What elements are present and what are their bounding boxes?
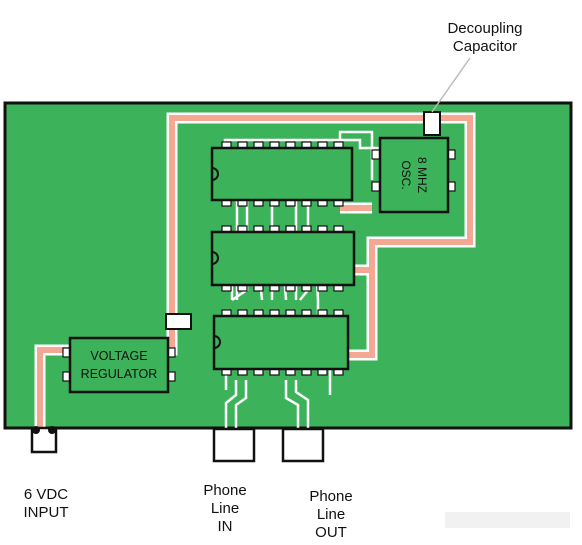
regulator-label-line2: REGULATOR (81, 367, 158, 381)
oscillator-label-line2: OSC. (399, 160, 413, 189)
label-line: Line (210, 500, 240, 517)
power-input-connector (30, 426, 58, 454)
ic-chip-bottom (212, 309, 350, 376)
label-line: Decoupling (447, 20, 523, 37)
decoupling-capacitor-label: Decoupling Capacitor (420, 20, 550, 56)
phone-line-out-label: Phone Line OUT (296, 488, 366, 542)
oscillator-label-line1: 8 MHZ (415, 157, 429, 193)
phone-line-out-jack (281, 427, 325, 463)
regulator-label-line1: VOLTAGE (90, 349, 147, 363)
phone-line-in-label: Phone Line IN (190, 482, 260, 536)
oscillator-module: 8 MHZ OSC. (371, 136, 456, 214)
label-line: 6 VDC (23, 486, 69, 503)
power-input-label: 6 VDC INPUT (0, 486, 92, 522)
ic-chip-top (210, 141, 354, 207)
label-line: OUT (315, 524, 347, 541)
phone-line-in-jack (212, 427, 256, 463)
label-line: Capacitor (452, 38, 518, 55)
label-line: IN (217, 518, 233, 535)
power-traces (34, 112, 476, 428)
ic-chip-middle (210, 225, 356, 292)
label-line: Line (316, 506, 346, 523)
label-line: Phone (309, 488, 353, 505)
decoupling-capacitor (423, 111, 441, 136)
decoupling-leader-line (431, 57, 471, 113)
regulator-capacitor (165, 313, 192, 330)
label-line: Phone (203, 482, 247, 499)
watermark-blur (445, 512, 570, 528)
label-line: INPUT (23, 504, 69, 521)
voltage-regulator: VOLTAGE REGULATOR (62, 336, 176, 394)
